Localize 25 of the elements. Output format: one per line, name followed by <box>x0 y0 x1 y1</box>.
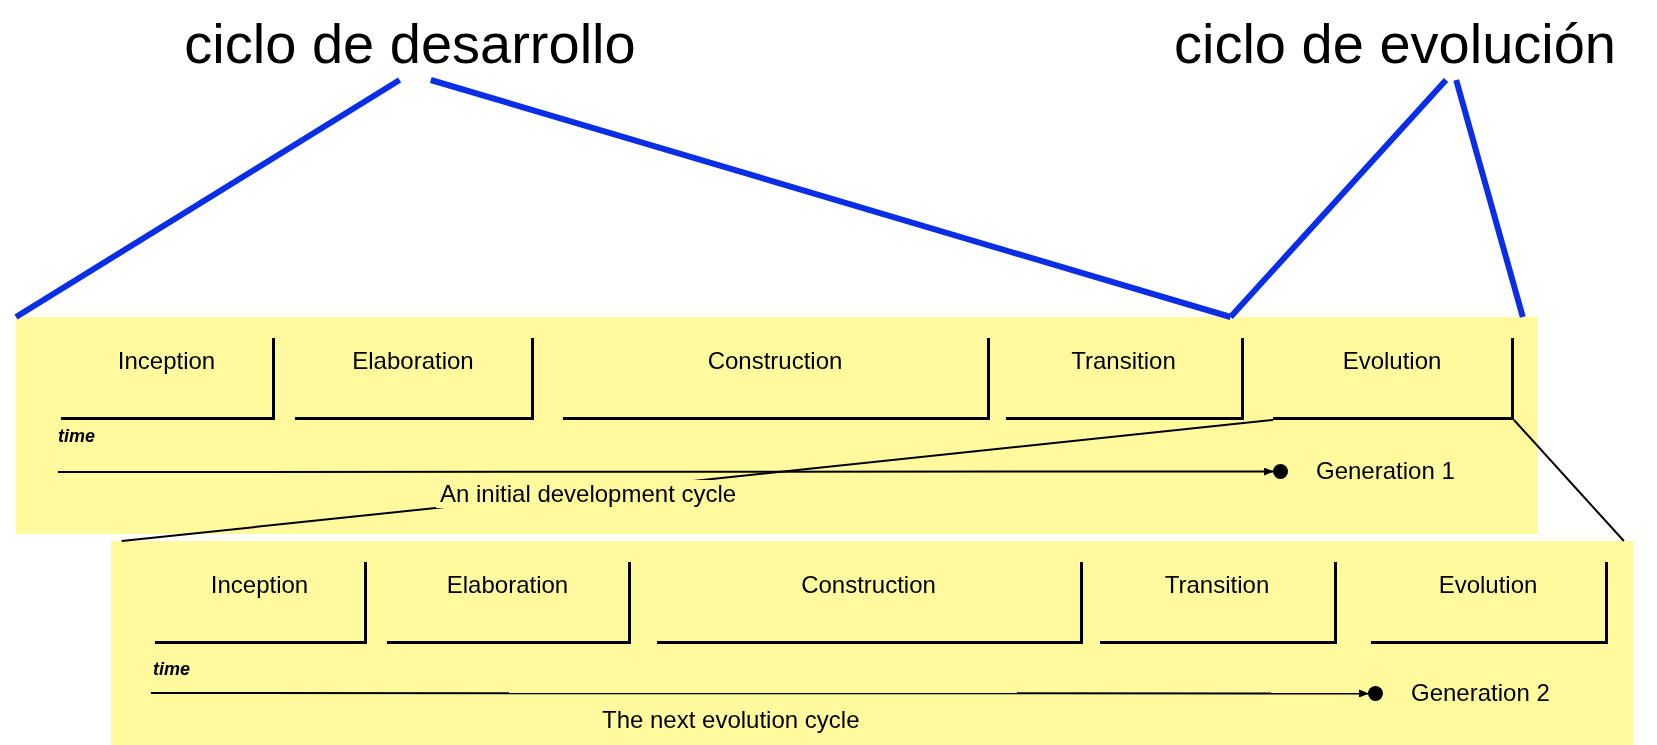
phase-box: Elaboration <box>387 562 631 644</box>
cycle-panel <box>16 317 1538 534</box>
phase-box: Construction <box>563 338 990 420</box>
phase-box: Construction <box>657 562 1083 644</box>
phase-box: Transition <box>1006 338 1244 420</box>
phase-box: Inception <box>155 562 367 644</box>
phase-box: Elaboration <box>295 338 534 420</box>
axis-label: time <box>153 658 190 680</box>
generation-label: Generation 2 <box>1411 678 1550 708</box>
phase-box: Transition <box>1100 562 1337 644</box>
heading-label: ciclo de evolución <box>1140 8 1650 80</box>
connector-line <box>1228 77 1449 319</box>
connector-line <box>429 77 1232 320</box>
phase-box: Evolution <box>1273 338 1514 420</box>
time-arrow <box>150 689 1369 698</box>
heading-label: ciclo de desarrollo <box>150 8 670 80</box>
phase-box: Evolution <box>1371 562 1608 644</box>
cycle-panel <box>111 541 1633 745</box>
time-arrow <box>57 467 1274 476</box>
axis-label: time <box>58 425 95 447</box>
phase-box: Inception <box>61 338 275 420</box>
generation-label: Generation 1 <box>1316 456 1455 486</box>
connector-line <box>1513 419 1625 542</box>
connector-line <box>14 77 402 320</box>
connector-line <box>1453 79 1526 318</box>
